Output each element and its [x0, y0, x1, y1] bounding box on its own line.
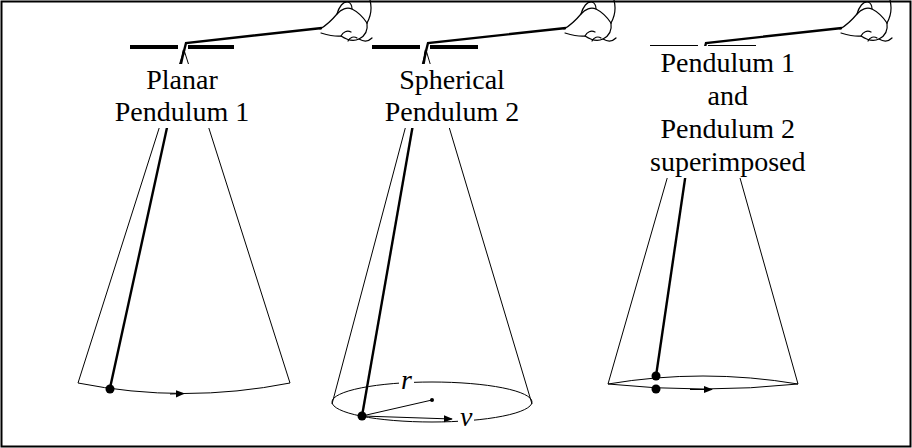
- velocity-symbol: v: [458, 403, 474, 431]
- planar-pendulum-figure: [78, 0, 372, 394]
- pendulum-caption: Spherical Pendulum 2: [370, 64, 534, 128]
- superimposed-pendulum-figure: [608, 0, 892, 394]
- pendulum-caption: Planar Pendulum 1: [100, 64, 264, 128]
- pendulum-caption: Pendulum 1 and Pendulum 2 superimposed: [648, 46, 808, 178]
- spherical-pendulum-figure: [332, 0, 616, 422]
- radius-symbol: r: [399, 366, 414, 394]
